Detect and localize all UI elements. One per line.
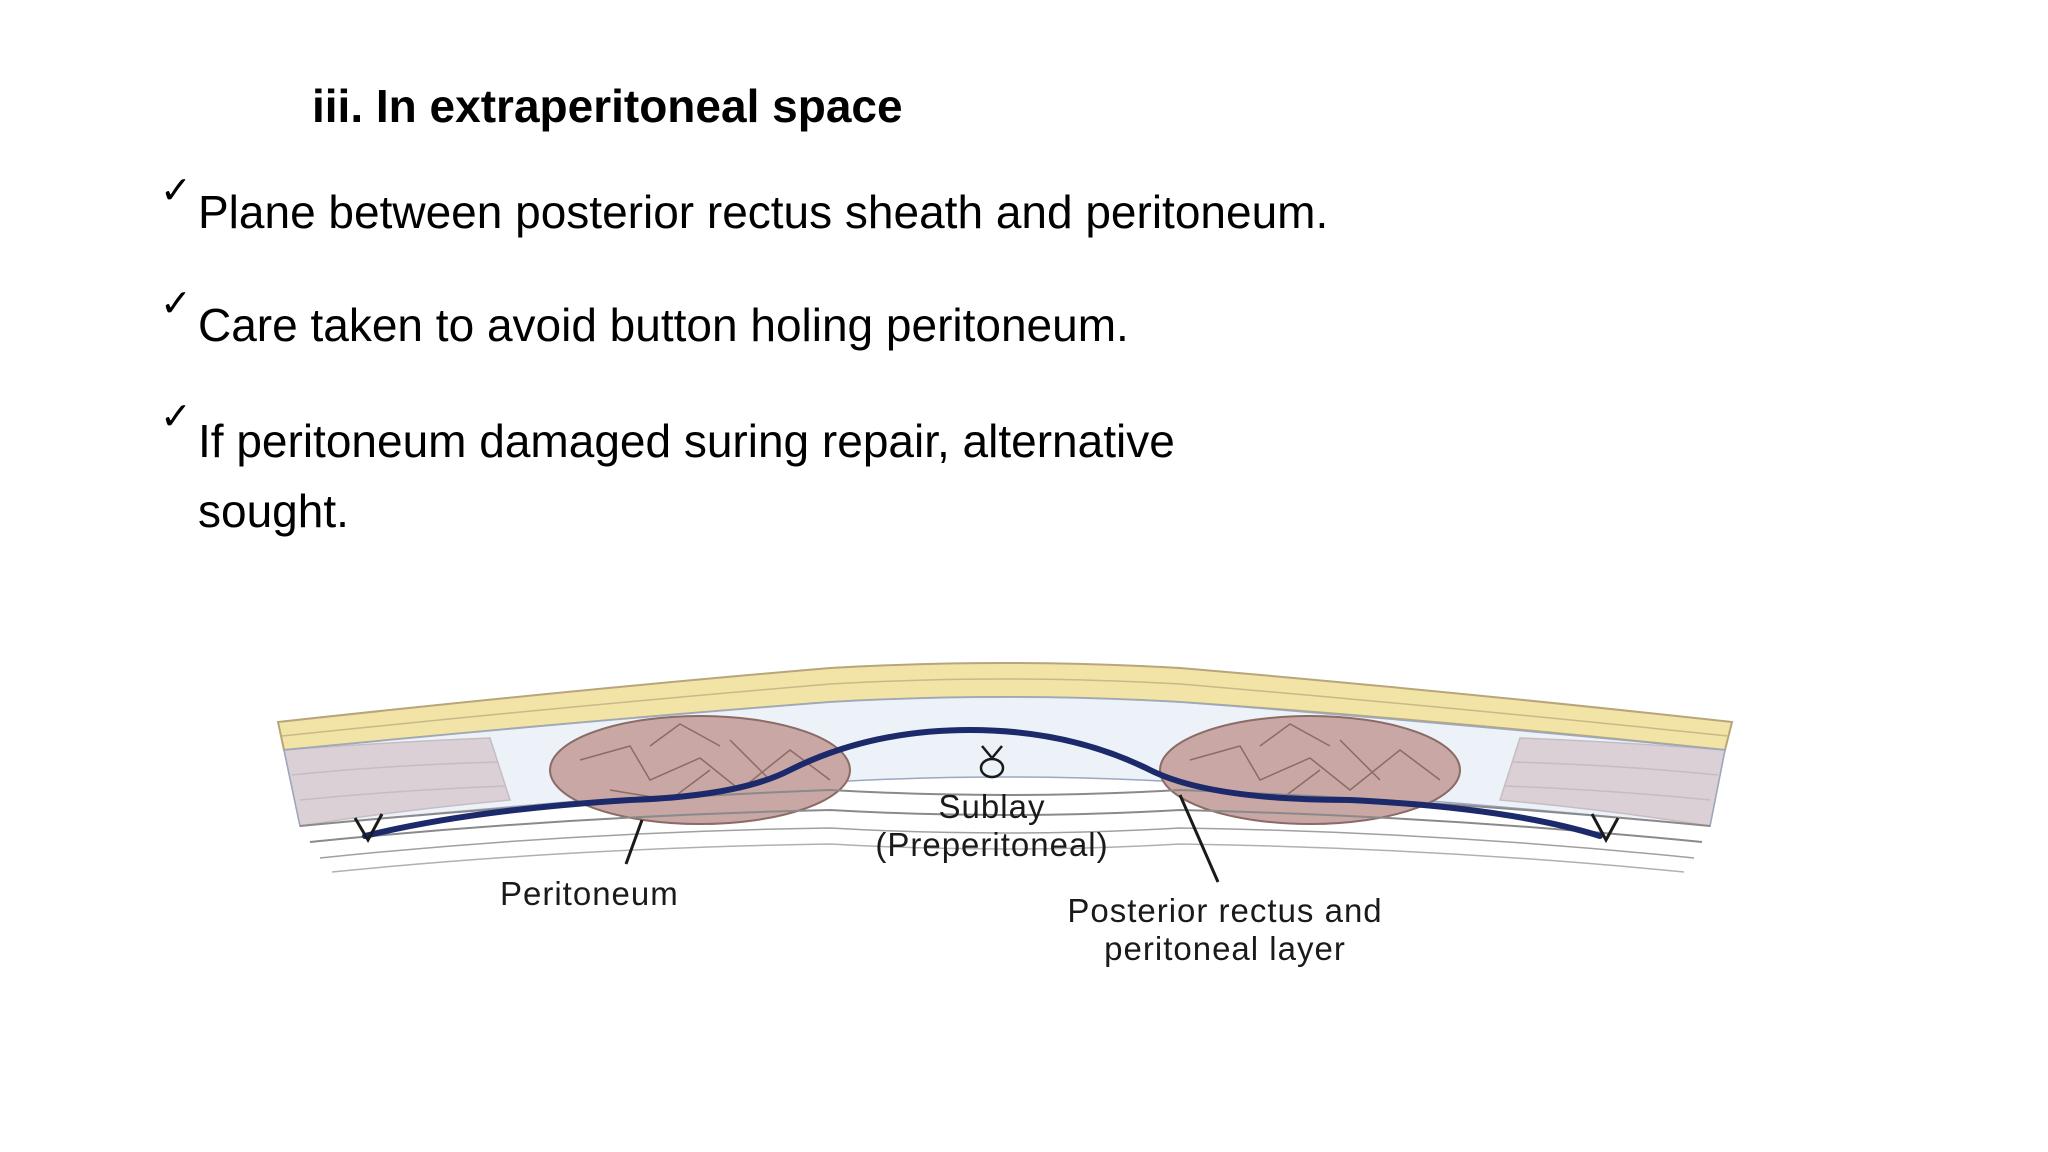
mesh-line [362, 726, 1603, 839]
suture-center-icon [979, 745, 1005, 779]
peritoneum-line [309, 808, 1703, 843]
peritoneal-layer-label: peritoneal layer [1104, 930, 1346, 967]
bullet-text: If peritoneum damaged suring repair, alt… [198, 415, 1175, 537]
sublay-label: Sublay [939, 788, 1046, 825]
bullet-list: ✓ Plane between posterior rectus sheath … [160, 170, 1420, 595]
peritoneum-leader-line [624, 819, 644, 865]
rectus-muscle-right [1159, 715, 1461, 825]
check-icon: ✓ [160, 281, 192, 325]
peritoneum-label: Peritoneum [500, 875, 679, 912]
rectus-muscle-left [549, 715, 851, 825]
suture-left-icon [353, 813, 384, 844]
check-icon: ✓ [160, 168, 192, 212]
suture-right-icon [1590, 813, 1620, 844]
check-icon: ✓ [160, 394, 192, 438]
bullet-text: Plane between posterior rectus sheath an… [198, 186, 1329, 238]
bullet-text: Care taken to avoid button holing perito… [198, 299, 1129, 351]
posterior-rectus-label: Posterior rectus and [1067, 892, 1382, 929]
bullet-item: ✓ If peritoneum damaged suring repair, a… [160, 396, 1278, 546]
bullet-item: ✓ Care taken to avoid button holing peri… [160, 283, 1420, 357]
bullet-item: ✓ Plane between posterior rectus sheath … [160, 170, 1420, 244]
abdominal-wall-diagram: Peritoneum Sublay (Preperitoneal) Poster… [276, 662, 1734, 967]
preperitoneal-label: (Preperitoneal) [875, 826, 1108, 863]
posterior-leader-line [1178, 794, 1220, 883]
slide-title: iii. In extraperitoneal space [312, 80, 903, 132]
